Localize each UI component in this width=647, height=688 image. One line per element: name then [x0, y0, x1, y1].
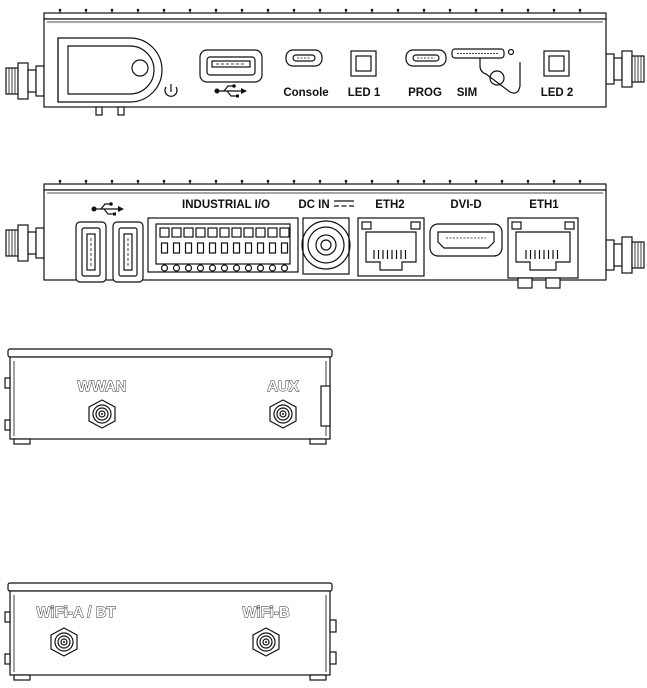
mounting-bracket: [57, 37, 163, 103]
led2-indicator: [543, 50, 570, 77]
side1-top-lid: [7, 348, 333, 358]
front-view: Console LED 1 PROG SIM LED 2: [5, 8, 645, 116]
sma-connector-left: [5, 62, 45, 100]
front-top-lid: [43, 12, 607, 20]
prog-label: PROG: [408, 87, 442, 99]
usb-icon: [91, 202, 124, 216]
sma-connector-left: [5, 224, 45, 262]
rear-view: INDUSTRIAL I/O DC IN ETH2: [5, 179, 645, 289]
sma-connector-right: [605, 50, 645, 88]
sim-label: SIM: [457, 87, 477, 99]
usb-port-front: [199, 49, 263, 83]
dc-in-jack: [301, 217, 351, 275]
heat-fins: [58, 8, 582, 13]
aux-label: AUX: [267, 378, 299, 395]
wwan-label: WWAN: [77, 378, 126, 395]
side1-body: [9, 356, 331, 440]
console-label: Console: [283, 87, 328, 99]
wifi-a-bt-label: WiFi-A / BT: [36, 604, 115, 621]
eth1-port: [507, 217, 579, 289]
eth1-label: ETH1: [529, 199, 559, 211]
eth2-label: ETH2: [375, 199, 404, 211]
dc-polarity-icon: [334, 200, 354, 207]
dvi-d-label: DVI-D: [450, 199, 481, 211]
wifi-b-antenna-connector: [252, 627, 280, 657]
side2-top-lid: [7, 582, 333, 592]
prog-port: [405, 49, 447, 67]
industrial-io-terminal: [147, 217, 299, 273]
dc-in-label: DC IN: [298, 199, 329, 211]
heat-fins: [58, 179, 582, 184]
usb-port-rear-1: [75, 221, 107, 283]
rear-top-lid: [43, 183, 607, 191]
power-icon: [164, 84, 178, 97]
industrial-io-label: INDUSTRIAL I/O: [182, 199, 270, 211]
usb-port-rear-2: [112, 221, 144, 283]
wifi-b-label: WiFi-B: [242, 604, 290, 621]
dvi-d-port: [429, 223, 503, 257]
led2-label: LED 2: [541, 87, 574, 99]
led1-label: LED 1: [348, 87, 381, 99]
wifi-a-antenna-connector: [50, 627, 78, 657]
wwan-antenna-connector: [88, 399, 116, 429]
led1-indicator: [350, 50, 377, 77]
aux-antenna-connector: [269, 399, 297, 429]
sim-slot: [451, 48, 521, 94]
side-view-antennas: WWAN AUX: [4, 348, 333, 445]
usb-icon: [214, 84, 247, 98]
eth2-port: [357, 217, 425, 277]
console-port: [285, 49, 323, 67]
sma-connector-right: [605, 236, 645, 274]
side-view-wifi: WiFi-A / BT WiFi-B: [4, 582, 337, 681]
